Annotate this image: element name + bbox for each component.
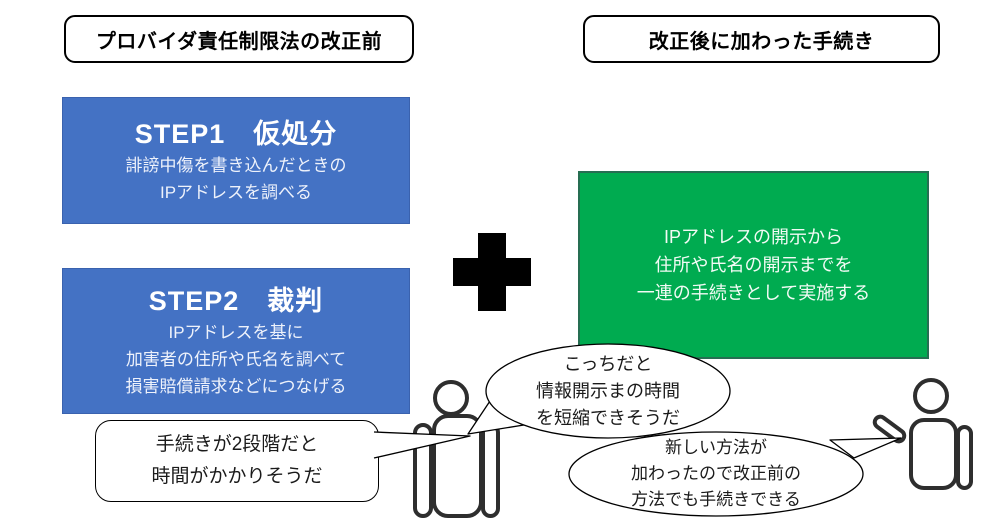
person-outline-icon [413,380,500,518]
speech-bubble-ellipse-center [467,343,731,439]
step1-line: 誹謗中傷を書き込んだときの [125,155,347,175]
bubble-line: 方法でも手続きできる [631,490,801,509]
bubble-line: 情報開示まの時間 [536,380,680,401]
step2-line: 加害者の住所や氏名を調べて [125,349,347,369]
speech-bubble-text: こっちだと 情報開示まの時間 を短縮できそうだ [488,348,728,434]
step1-card: STEP1 仮処分 誹謗中傷を書き込んだときの IPアドレスを調べる [62,97,410,224]
before-revision-label: プロバイダ責任制限法の改正前 [64,15,414,63]
speech-bubble-ellipse-right [568,431,902,517]
bubble-line: こっちだと [563,353,653,374]
bubble-line: 加わったので改正前の [631,464,801,483]
combined-procedure-card: IPアドレスの開示から 住所や氏名の開示までを 一連の手続きとして実施する [578,171,929,359]
bubble-line: 時間がかかりそうだ [151,466,323,487]
speech-bubble-text: 新しい方法が 加わったので改正前の 方法でも手続きできる [586,435,846,513]
step1-title: STEP1 仮処分 [134,118,338,149]
step2-line: 損害賠償請求などにつなげる [125,376,347,396]
step1-line: IPアドレスを調べる [159,182,313,202]
result-line: 一連の手続きとして実施する [636,283,871,303]
bubble-line: を短縮できそうだ [536,407,680,428]
speech-bubble-rect-tail [373,431,471,459]
after-revision-label: 改正後に加わった手続き [583,15,940,63]
person-pointing-icon [872,378,973,490]
bubble-line: 新しい方法が [665,438,767,457]
plus-horizontal-bar [453,258,531,286]
step2-card: STEP2 裁判 IPアドレスを基に 加害者の住所や氏名を調べて 損害賠償請求な… [62,268,410,414]
speech-bubble-rect: 手続きが2段階だと 時間がかかりそうだ [95,420,379,502]
result-line: IPアドレスの開示から [663,227,843,247]
step2-line: IPアドレスを基に [168,322,304,342]
result-line: 住所や氏名の開示までを [654,255,853,275]
step2-title: STEP2 裁判 [148,285,324,316]
bubble-line: 手続きが2段階だと [155,434,319,455]
